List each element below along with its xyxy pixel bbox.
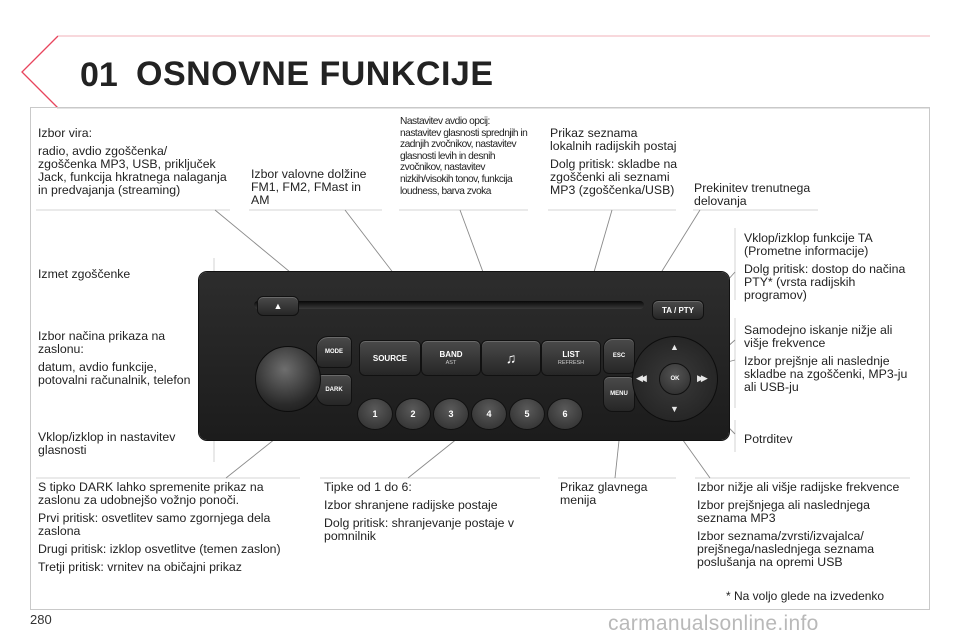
footnote: * Na voljo glede na izvedenko [726,589,885,603]
label-audio-settings: Nastavitev avdio opcij: nastavitev glasn… [400,116,528,197]
ta-pty-button[interactable]: TA / PTY [652,300,704,320]
music-note-icon: ♫ [505,350,517,366]
band-button[interactable]: BAND AST [421,340,481,376]
label-interrupt: Prekinitev trenutnega delovanja [694,181,811,208]
separator-lines [36,209,910,479]
preset-button-6[interactable]: 6 [547,398,583,430]
label-updown: Izbor nižje ali višje radijske frekvence… [697,480,900,569]
seek-back-icon[interactable]: ◀◀ [636,373,647,383]
label-ta-pty: Vklop/izklop funkcije TA (Prometne infor… [744,231,906,302]
source-button[interactable]: SOURCE [359,340,421,376]
navigation-pad: ▲ ▼ ◀◀ ▶▶ OK [632,336,718,422]
eject-icon: ▲ [273,301,283,311]
preset-button-5[interactable]: 5 [509,398,545,430]
label-band: Izbor valovne dolžine FM1, FM2, FMast in… [251,167,367,207]
arrow-down-icon[interactable]: ▼ [670,404,679,414]
preset-button-4[interactable]: 4 [471,398,507,430]
label-seek: Samodejno iskanje nižje ali višje frekve… [744,323,908,394]
radio-faceplate: ▲ TA / PTY MODE DARK SOURCE BAND AST ♫ L… [199,272,729,440]
label-confirm: Potrditev [744,432,793,446]
mode-button[interactable]: MODE [316,336,352,368]
seek-forward-icon[interactable]: ▶▶ [697,373,708,383]
label-volume: Vklop/izklop in nastavitev glasnosti [38,430,176,457]
page-number: 280 [30,612,52,627]
label-menu: Prikaz glavnega menija [560,480,648,507]
chapter-tab-marker [21,35,930,109]
label-presets: Tipke od 1 do 6: Izbor shranjene radijsk… [324,480,515,543]
preset-button-1[interactable]: 1 [357,398,393,430]
preset-button-3[interactable]: 3 [433,398,469,430]
esc-button[interactable]: ESC [603,338,635,374]
eject-button[interactable]: ▲ [257,296,299,316]
label-dark: S tipko DARK lahko spremenite prikaz na … [38,480,281,574]
chapter-title: OSNOVNE FUNKCIJE [136,55,494,93]
chapter-number: 01 [80,56,118,94]
audio-settings-button[interactable]: ♫ [481,340,541,376]
menu-button[interactable]: MENU [603,376,635,412]
dark-button[interactable]: DARK [316,374,352,406]
label-eject: Izmet zgoščenke [38,267,131,281]
arrow-up-icon[interactable]: ▲ [670,342,679,352]
label-mode: Izbor načina prikaza na zaslonu: datum, … [38,329,191,387]
ok-button[interactable]: OK [659,363,691,395]
content-frame [30,107,930,610]
label-source: Izbor vira: radio, avdio zgoščenka/ zgoš… [38,126,227,197]
label-list: Prikaz seznama lokalnih radijskih postaj… [550,126,678,197]
watermark: carmanualsonline.info [608,612,819,635]
cd-slot [254,301,644,309]
preset-button-2[interactable]: 2 [395,398,431,430]
volume-knob[interactable] [255,346,321,412]
list-button[interactable]: LIST REFRESH [541,340,601,376]
